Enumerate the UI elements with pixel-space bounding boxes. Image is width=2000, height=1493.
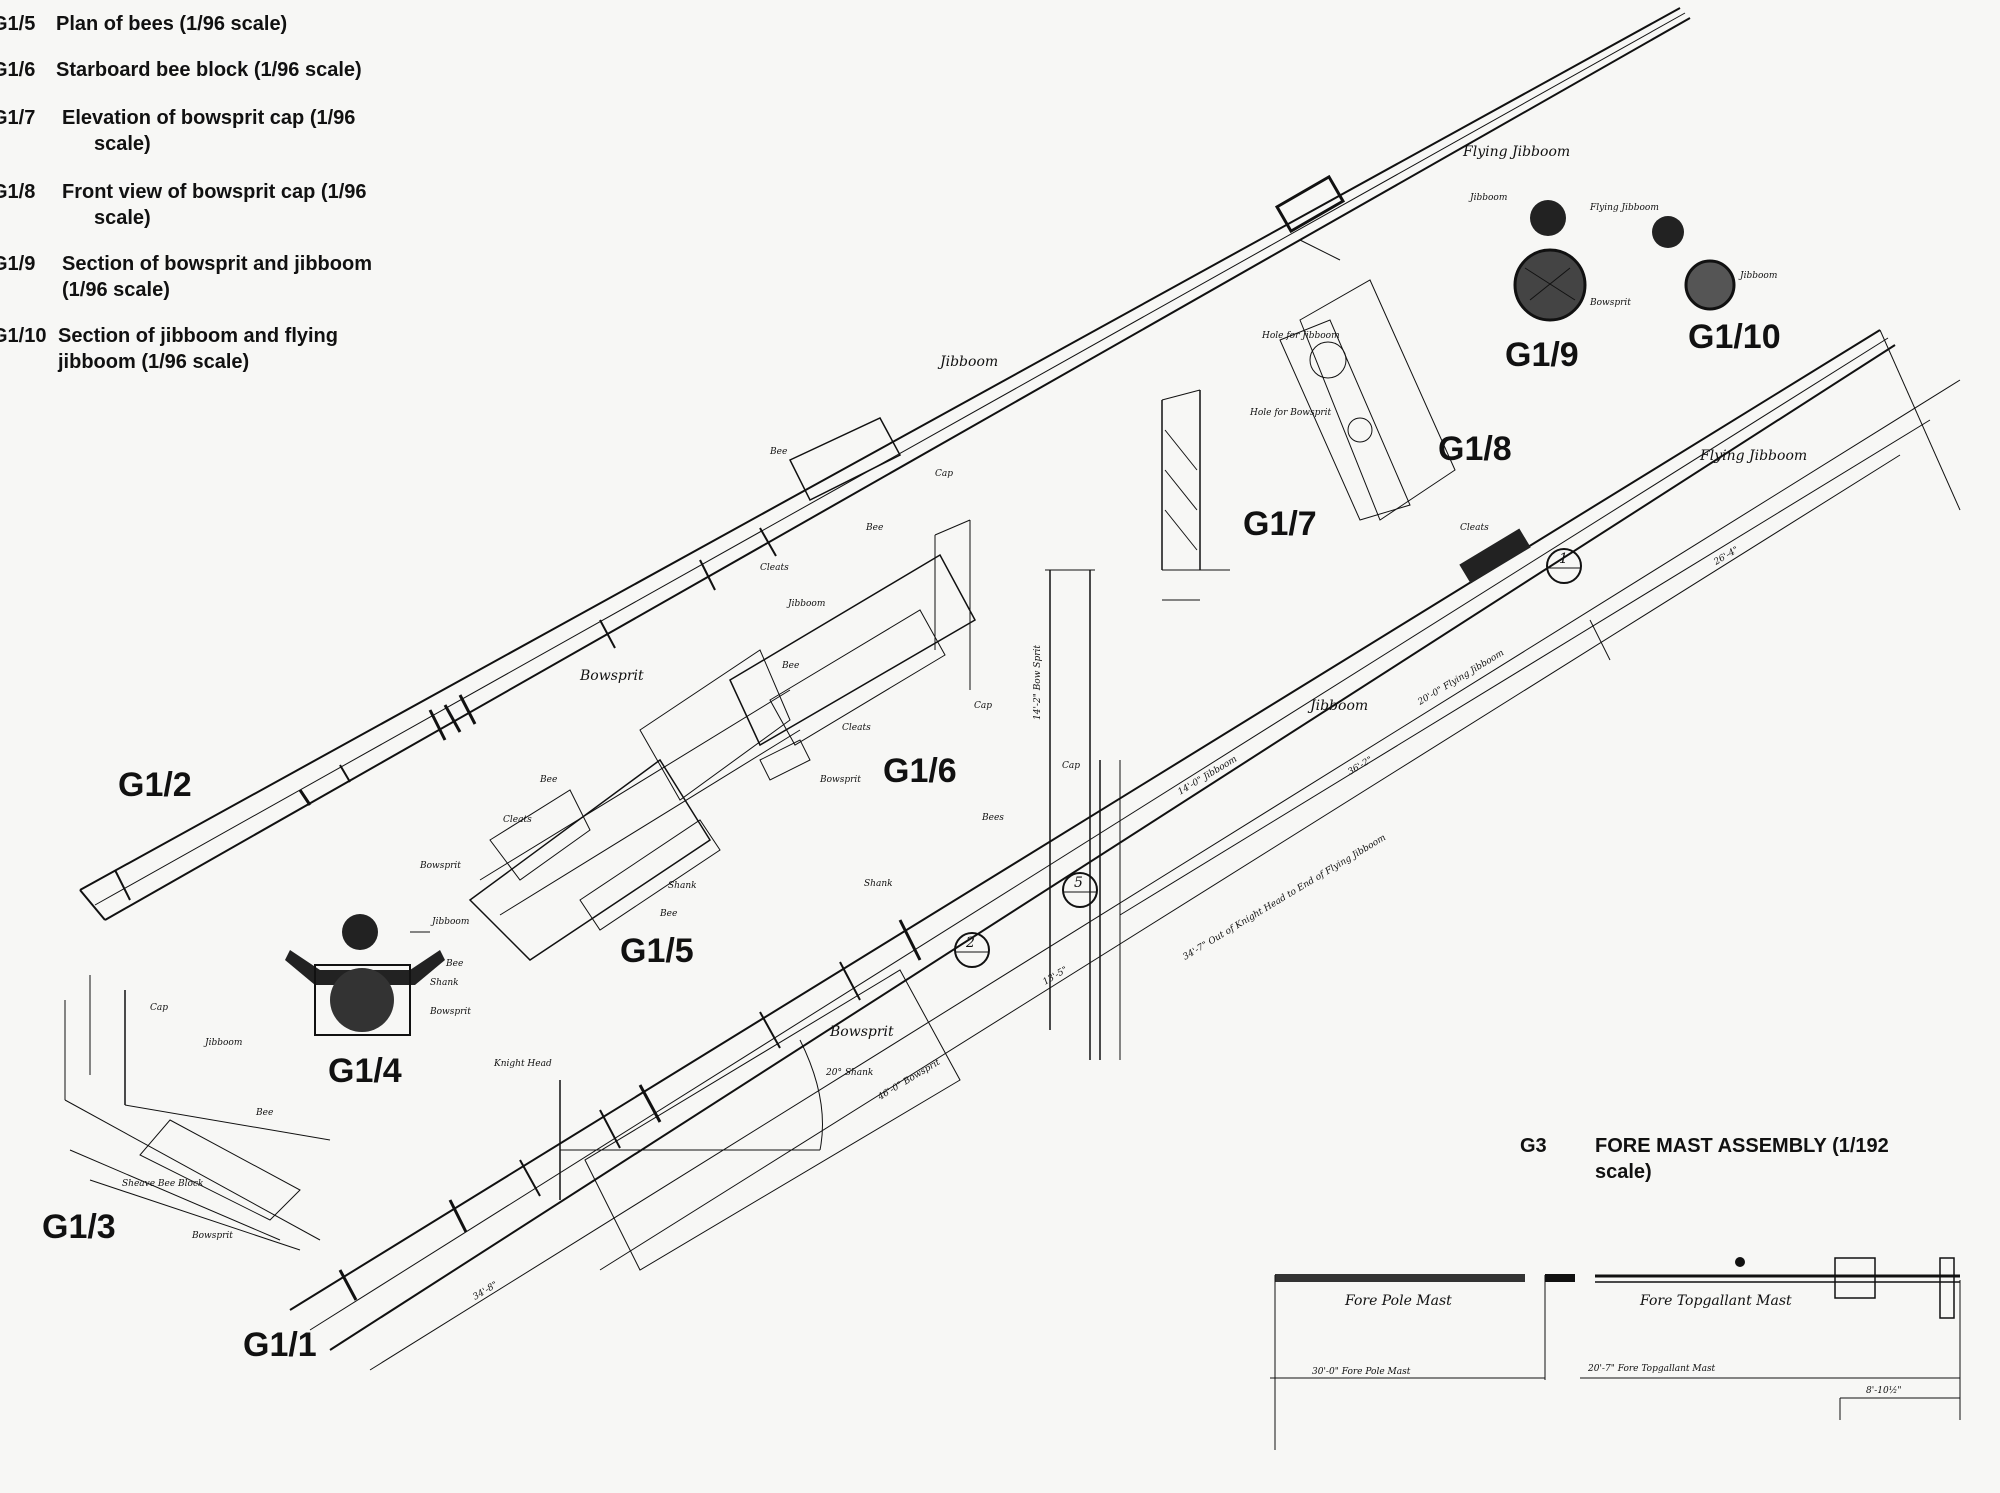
cleats-label: Cleats — [503, 815, 532, 825]
legend-code: G1/6 — [0, 59, 35, 81]
bowsprit-label: Bowsprit — [1589, 298, 1631, 308]
cleats-label: Cleats — [1460, 523, 1489, 533]
bee-label: Bee — [539, 775, 557, 785]
legend-code: G1/9 — [0, 253, 35, 275]
knight-head-label: Knight Head — [493, 1059, 552, 1069]
legend-desc: scale) — [94, 207, 151, 229]
legend-desc: Section of bowsprit and jibboom — [62, 253, 372, 275]
hole-jibboom-label: Hole for Jibboom — [1261, 331, 1340, 341]
figure-label-g1-1: G1/1 — [243, 1326, 317, 1364]
g1-8-cap-front-view: Hole for Jibboom Hole for Bowsprit G1/8 — [1249, 279, 1512, 521]
g1-3-bowsprit-cap-detail: Cap Jibboom Bee Sheave Bee Block Bowspri… — [42, 975, 331, 1251]
jibboom-label: Jibboom — [786, 599, 825, 609]
figure-label-g1-6: G1/6 — [883, 752, 957, 790]
legend: G1/5 Plan of bees (1/96 scale) G1/6 Star… — [0, 13, 372, 373]
dim-flying: 20'-0" Flying Jibboom — [1416, 648, 1507, 708]
cap-label: Cap — [150, 1003, 168, 1013]
g3-code: G3 — [1520, 1135, 1547, 1157]
g3-title: scale) — [1595, 1161, 1652, 1183]
dim-fore-topgallant: 20'-7" Fore Topgallant Mast — [1587, 1364, 1716, 1374]
legend-desc: Elevation of bowsprit cap (1/96 — [62, 107, 355, 129]
jibboom-label: Jibboom — [1468, 193, 1507, 203]
dim-jibboom: 14'-0" Jibboom — [1176, 754, 1239, 797]
bowsprit-label: Bowsprit — [829, 1024, 894, 1040]
shank-label: Shank — [864, 879, 893, 889]
callout-number: 2 — [965, 935, 975, 951]
shank-label: Shank — [430, 978, 459, 988]
figure-label-g1-5: G1/5 — [620, 932, 694, 970]
legend-code: G1/7 — [0, 107, 35, 129]
figure-label-g1-9: G1/9 — [1505, 336, 1579, 374]
jibboom-label: Jibboom — [430, 917, 469, 927]
bowsprit-label: Bowsprit — [191, 1231, 233, 1241]
shank-angle-label: 20° Shank — [825, 1068, 873, 1078]
legend-code: G1/5 — [0, 13, 35, 35]
dim-end: 8'-10½" — [1866, 1385, 1902, 1396]
dim-34: 34'-8" — [471, 1280, 499, 1302]
bowsprit-label: Bowsprit — [579, 668, 644, 684]
shank-label: Shank — [668, 881, 697, 891]
figure-label-g1-7: G1/7 — [1243, 505, 1317, 543]
jibboom-label: Jibboom — [1738, 271, 1777, 281]
flying-jibboom-label: Flying Jibboom — [1699, 448, 1807, 464]
legend-desc: Plan of bees (1/96 scale) — [56, 13, 287, 35]
dim-cap: 14'-2" Bow Sprit — [1033, 645, 1043, 720]
fore-topgallant-mast-label: Fore Topgallant Mast — [1639, 1293, 1792, 1309]
figure-label-g1-4: G1/4 — [328, 1052, 402, 1090]
figure-label-g1-8: G1/8 — [1438, 430, 1512, 468]
callout-number: 5 — [1074, 875, 1083, 891]
g1-10-section-jibboom-flying: Flying Jibboom Jibboom G1/10 — [1589, 203, 1781, 356]
bowsprit-label: Bowsprit — [419, 861, 461, 871]
legend-desc: (1/96 scale) — [62, 279, 170, 301]
g1-6-starboard-bee-block: Jibboom Bee Cleats Bowsprit Cap G1/6 — [729, 519, 992, 790]
bowsprit-label: Bowsprit — [819, 775, 861, 785]
cleats-label: Cleats — [760, 563, 789, 573]
cap-label: Cap — [974, 701, 992, 711]
g1-4-bees-section: Jibboom Bee Shank Bowsprit G1/4 — [285, 914, 471, 1090]
dim-26: 26'-4" — [1712, 545, 1741, 568]
g3-title: FORE MAST ASSEMBLY (1/192 — [1595, 1135, 1889, 1157]
figure-label-g1-2: G1/2 — [118, 766, 192, 804]
g1-5-plan-of-bees: Bee Cleats Bowsprit Shank Bee G1/5 — [419, 649, 801, 970]
dim-knight: 34'-7" Out of Knight Head to End of Flyi… — [1181, 833, 1388, 963]
bee-label: Bee — [445, 959, 463, 969]
bowsprit-label: Bowsprit — [429, 1007, 471, 1017]
legend-desc: jibboom (1/96 scale) — [57, 351, 249, 373]
bee-label: Bee — [781, 661, 799, 671]
bee-label: Bee — [659, 909, 677, 919]
bee-label: Bee — [769, 447, 787, 457]
legend-code: G1/8 — [0, 181, 35, 203]
g1-1-bowsprit-assembly: 2 5 1 Jibboom Flying Jibboom Bowsprit Kn… — [243, 329, 1961, 1371]
dim-36: 36'-2" — [1346, 755, 1374, 777]
g1-2-spar-drawing: Jibboom Bowsprit Bee Cap Bee Cleats G1/2 — [79, 7, 1691, 921]
callout-number: 1 — [1559, 551, 1568, 567]
legend-desc: Front view of bowsprit cap (1/96 — [62, 181, 367, 203]
flying-jibboom-label: Flying Jibboom — [1589, 203, 1659, 213]
bee-label: Bee — [255, 1108, 273, 1118]
legend-desc: Starboard bee block (1/96 scale) — [56, 59, 362, 81]
hole-bowsprit-label: Hole for Bowsprit — [1249, 408, 1332, 418]
cleats-label: Cleats — [842, 723, 871, 733]
flying-jibboom-label: Flying Jibboom — [1462, 144, 1570, 160]
jibboom-label: Jibboom — [937, 354, 998, 370]
sheave-bee-block-label: Sheave Bee Block — [122, 1179, 203, 1189]
g1-7-cap-elevation: G1/7 — [1161, 389, 1317, 601]
cap-label: Cap — [1062, 761, 1080, 771]
legend-desc: Section of jibboom and flying — [58, 325, 338, 347]
jibboom-label: Jibboom — [203, 1038, 242, 1048]
jibboom-label: Jibboom — [1307, 698, 1368, 714]
g3-fore-mast-assembly: G3 FORE MAST ASSEMBLY (1/192 scale) Fore… — [1270, 1135, 1961, 1450]
legend-desc: scale) — [94, 133, 151, 155]
dim-fore-pole: 30'-0" Fore Pole Mast — [1312, 1367, 1411, 1377]
fore-pole-mast-label: Fore Pole Mast — [1344, 1293, 1452, 1309]
bees-label: Bees — [981, 813, 1004, 823]
figure-label-g1-10: G1/10 — [1688, 318, 1781, 356]
figure-label-g1-3: G1/3 — [42, 1208, 116, 1246]
g1-9-section-bowsprit-jibboom: Flying Jibboom Jibboom Bowsprit G1/9 — [1462, 144, 1631, 374]
bee-label: Bee — [865, 523, 883, 533]
legend-code: G1/10 — [0, 325, 46, 347]
cap-label: Cap — [935, 469, 953, 479]
